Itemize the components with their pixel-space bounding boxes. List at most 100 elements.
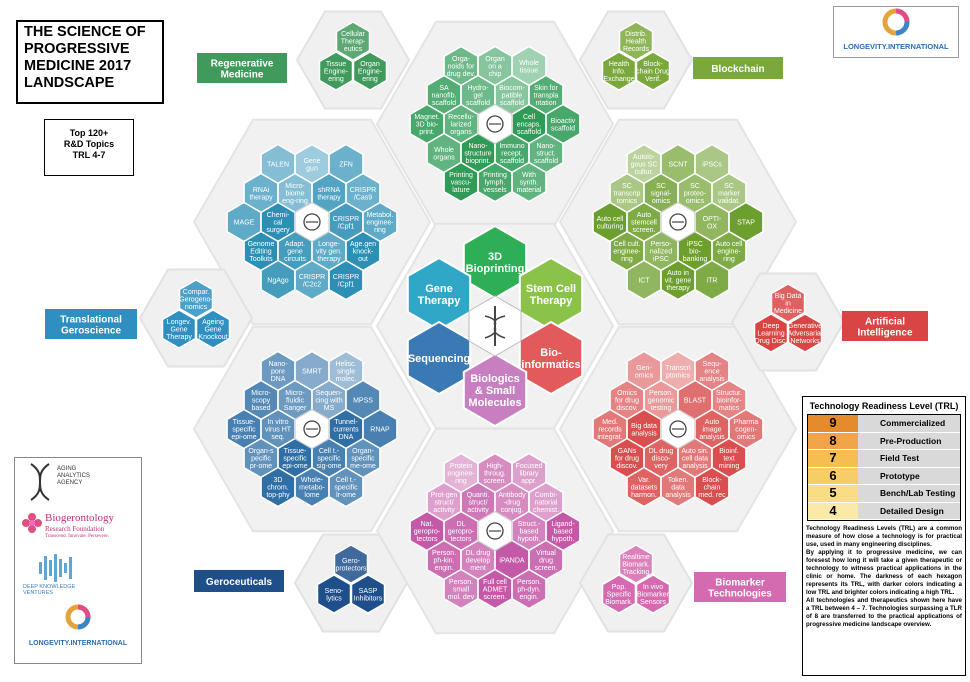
topic-hex[interactable]	[328, 466, 364, 508]
title-line: PROGRESSIVE	[24, 41, 130, 57]
side-topic-hex[interactable]	[753, 313, 789, 353]
side-topic-hex[interactable]	[635, 574, 671, 614]
topic-label: CRISPR/C2c2	[299, 274, 325, 289]
side-topic-hex[interactable]	[618, 544, 654, 584]
topic-label: Longe-vity gen.therapy	[316, 241, 342, 263]
topic-label: RNAP	[370, 427, 390, 434]
side-topic-hex[interactable]	[178, 279, 214, 319]
topic-hex[interactable]	[694, 466, 730, 508]
side-group-label-box	[194, 570, 284, 592]
topic-label: SMRT	[302, 369, 322, 376]
side-topic-hex[interactable]	[770, 283, 806, 323]
trl-paragraph: All technologies and therapeutics shown …	[806, 597, 962, 628]
side-topic-hex[interactable]	[316, 574, 352, 614]
trl-level: 4	[808, 502, 858, 519]
biogerontology-logo: Biogerontology Research Foundation Trans…	[15, 506, 141, 550]
topic-hex[interactable]	[511, 161, 547, 203]
topic-label: SCNT	[668, 162, 688, 169]
side-topic-hex[interactable]	[335, 21, 371, 61]
topic-label: Metabol.enginee-ring	[366, 212, 394, 234]
side-topic-hex[interactable]	[635, 51, 671, 91]
trl-label: Detailed Design	[858, 502, 960, 519]
side-topic-hex[interactable]	[350, 574, 386, 614]
topic-label: MAGE	[234, 220, 255, 227]
topic-label: iTR	[707, 278, 718, 285]
side-topic-hex[interactable]	[318, 51, 354, 91]
topic-label: Magnet.3D bio-print.	[414, 114, 439, 136]
side-topic-hex[interactable]	[333, 544, 369, 584]
center-topic-label: Bio-informatics	[521, 347, 580, 371]
side-group-label: Geroceuticals	[206, 577, 273, 588]
side-topic-hex[interactable]	[618, 21, 654, 61]
topic-label: Cell cult.enginee-ring	[613, 241, 641, 263]
side-topic-hex[interactable]	[161, 309, 197, 349]
trl-description: Technology Readiness Levels (TRL) are a …	[806, 525, 962, 629]
side-topic-hex[interactable]	[195, 309, 231, 349]
dna-logo-icon	[30, 463, 50, 501]
topics-box: Top 120+ R&D Topics TRL 4-7	[44, 119, 134, 176]
longevity-logo-top: LONGEVITY.INTERNATIONAL	[833, 6, 959, 58]
side-topic-hex[interactable]	[787, 313, 823, 353]
topic-label: ICT	[638, 278, 650, 285]
topic-label: TALEN	[267, 162, 289, 169]
title-line: MEDICINE 2017	[24, 58, 132, 74]
topic-hex[interactable]	[511, 568, 547, 610]
topic-label: CRISPR/Cas9	[350, 187, 376, 202]
trl-label: Bench/Lab Testing	[858, 485, 960, 502]
side-topic-hex[interactable]	[352, 51, 388, 91]
topic-hex[interactable]	[694, 259, 730, 301]
topic-label: CRISPR/Cpf1	[333, 274, 359, 289]
topic-label: Person.ph-kin.engin.	[432, 550, 456, 572]
side-topic-hex[interactable]	[601, 574, 637, 614]
trl-level: 7	[808, 450, 858, 467]
topic-label: Quanti.struct/activity	[467, 492, 490, 514]
topic-hex[interactable]	[328, 259, 364, 301]
side-topic-hex[interactable]	[601, 51, 637, 91]
topic-label: MPSS	[353, 398, 373, 405]
